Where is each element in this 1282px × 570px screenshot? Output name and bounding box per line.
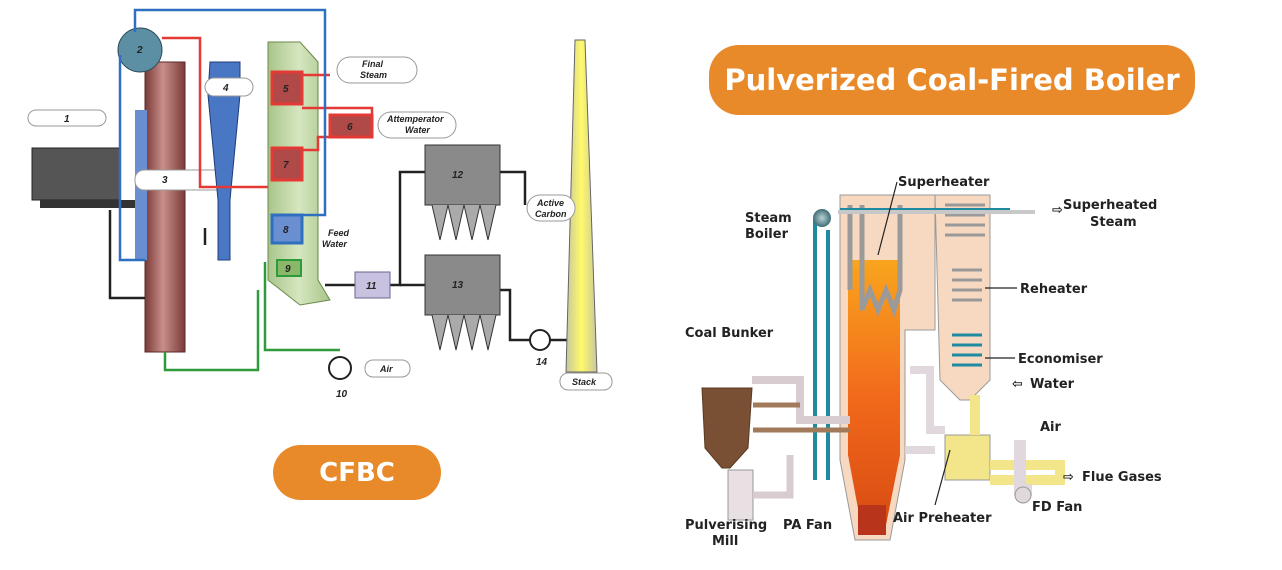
riser-column — [144, 61, 186, 353]
final-steam-label: Final — [362, 59, 384, 69]
fan-10 — [328, 356, 352, 380]
reheater-label: Reheater — [1020, 282, 1088, 297]
steam-drum-2 — [117, 27, 163, 73]
water-label: Water — [1030, 377, 1075, 392]
label-4: 4 — [222, 83, 229, 94]
air-label: Air — [1040, 420, 1062, 435]
pc-boiler-title-badge: Pulverized Coal-Fired Boiler — [709, 45, 1195, 115]
svg-text:Steam: Steam — [1090, 215, 1137, 230]
label-13: 13 — [452, 280, 464, 291]
reheater-coils — [952, 268, 982, 302]
svg-text:Mill: Mill — [712, 534, 738, 549]
coal-bunker — [701, 387, 753, 469]
label-6: 6 — [347, 122, 353, 133]
arrow-icon: ⇨ — [1063, 470, 1074, 485]
label-14: 14 — [536, 357, 548, 368]
pc-boiler-diagram — [701, 194, 1065, 541]
pulverising-mill — [727, 469, 754, 521]
filter-13 — [424, 254, 501, 351]
stack-label: Stack — [572, 377, 597, 387]
furnace-fire — [848, 260, 900, 530]
air-label: Air — [379, 364, 393, 374]
label-5: 5 — [283, 84, 289, 95]
superheater-label: Superheater — [898, 175, 990, 190]
label-3: 3 — [162, 175, 168, 186]
filter-12 — [424, 144, 501, 241]
fd-fan-label: FD Fan — [1032, 500, 1082, 515]
pulverising-mill-label: Pulverising — [685, 518, 767, 533]
arrow-icon: ⇨ — [1052, 203, 1063, 218]
air-preheater — [944, 434, 991, 481]
fd-fan — [1014, 486, 1032, 504]
feed-water-label: Feed — [328, 228, 350, 238]
stack — [565, 39, 598, 373]
steam-drum — [813, 209, 831, 227]
economiser-label: Economiser — [1018, 352, 1103, 367]
svg-text:Carbon: Carbon — [535, 209, 567, 219]
economiser-coils — [952, 333, 982, 367]
cyclone-4 — [207, 61, 241, 261]
svg-text:Water: Water — [405, 125, 430, 135]
attemperator-label: Attemperator — [386, 114, 444, 124]
svg-text:Steam: Steam — [360, 70, 387, 80]
arrow-icon: ⇦ — [1012, 377, 1023, 392]
label-9: 9 — [285, 264, 291, 275]
coal-bunker-label: Coal Bunker — [685, 326, 774, 341]
steam-boiler-label: Steam — [745, 211, 792, 226]
coal-feeder — [31, 147, 121, 201]
air-preheater-label: Air Preheater — [893, 511, 992, 526]
label-12: 12 — [452, 170, 464, 181]
label-11: 11 — [366, 281, 377, 292]
svg-text:Water: Water — [322, 239, 347, 249]
cfbc-title-badge: CFBC — [273, 445, 441, 500]
superheated-steam-label: Superheated — [1063, 198, 1157, 213]
cfbc-diagram: 1 3 2 4 5 7 8 9 6 — [27, 8, 613, 400]
flue-gases-label: Flue Gases — [1082, 470, 1162, 485]
svg-text:Boiler: Boiler — [745, 227, 789, 242]
superheater-coils — [847, 205, 903, 318]
pa-fan-label: PA Fan — [783, 518, 832, 533]
label-10: 10 — [336, 389, 348, 400]
label-1: 1 — [64, 114, 70, 125]
active-carbon-label: Active — [536, 198, 564, 208]
label-8: 8 — [283, 225, 289, 236]
unit-11 — [354, 271, 391, 299]
fan-14 — [529, 329, 551, 351]
label-2: 2 — [136, 45, 143, 56]
label-7: 7 — [283, 160, 289, 171]
